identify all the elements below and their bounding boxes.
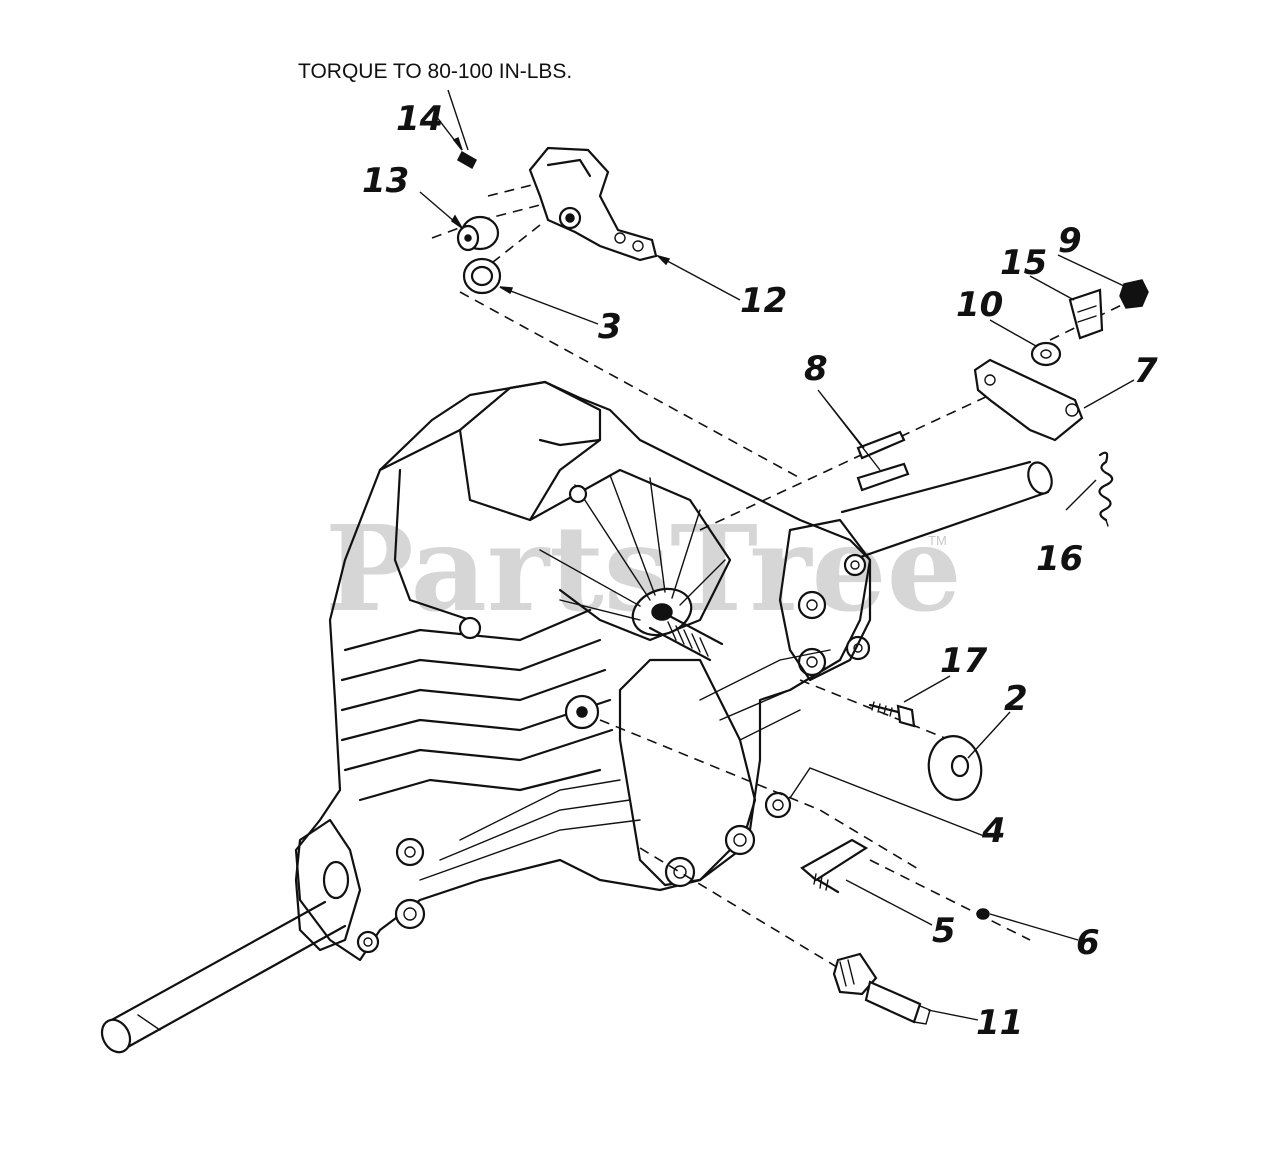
callout-3: 3 xyxy=(598,307,622,347)
part-2-spacer xyxy=(927,735,983,801)
callout-11: 11 xyxy=(976,1003,1023,1043)
part-15-lock-washer xyxy=(1068,288,1104,340)
callout-numbers: 14 13 3 12 9 15 10 7 8 16 17 2 4 5 6 11 xyxy=(362,99,1158,1043)
callout-4: 4 xyxy=(981,811,1006,851)
callout-leaders xyxy=(419,89,1135,1021)
part-10-washer xyxy=(1030,341,1062,367)
callout-15: 15 xyxy=(1000,243,1047,283)
callout-14: 14 xyxy=(396,99,443,139)
callout-13: 13 xyxy=(362,161,409,201)
transaxle-housing xyxy=(100,380,1053,1054)
callout-5: 5 xyxy=(932,911,956,951)
callout-8: 8 xyxy=(804,349,828,389)
callout-6: 6 xyxy=(1076,923,1100,963)
torque-note: TORQUE TO 80-100 IN-LBS. xyxy=(298,60,572,83)
part-5-plate xyxy=(800,838,869,894)
part-9-nut xyxy=(1119,279,1149,309)
assembly-lines xyxy=(431,177,1141,976)
callout-12: 12 xyxy=(740,281,787,321)
callout-7: 7 xyxy=(1134,351,1158,391)
part-7-bracket xyxy=(973,358,1084,442)
part-16-spring xyxy=(1098,451,1114,527)
part-13-bushing xyxy=(456,215,500,252)
part-17-bolt xyxy=(868,701,916,728)
callout-16: 16 xyxy=(1036,539,1083,579)
part-3-washer xyxy=(462,257,502,295)
callout-9: 9 xyxy=(1058,221,1082,261)
callout-17: 17 xyxy=(940,641,988,681)
part-6-nut xyxy=(976,908,990,920)
part-8-pins xyxy=(856,430,910,492)
part-12-shift-lever xyxy=(528,146,658,262)
callout-10: 10 xyxy=(956,285,1003,325)
watermark-trademark: TM xyxy=(928,533,947,548)
part-11-fitting xyxy=(832,952,931,1025)
part-14-set-screw xyxy=(457,150,477,170)
callout-2: 2 xyxy=(1004,679,1028,719)
